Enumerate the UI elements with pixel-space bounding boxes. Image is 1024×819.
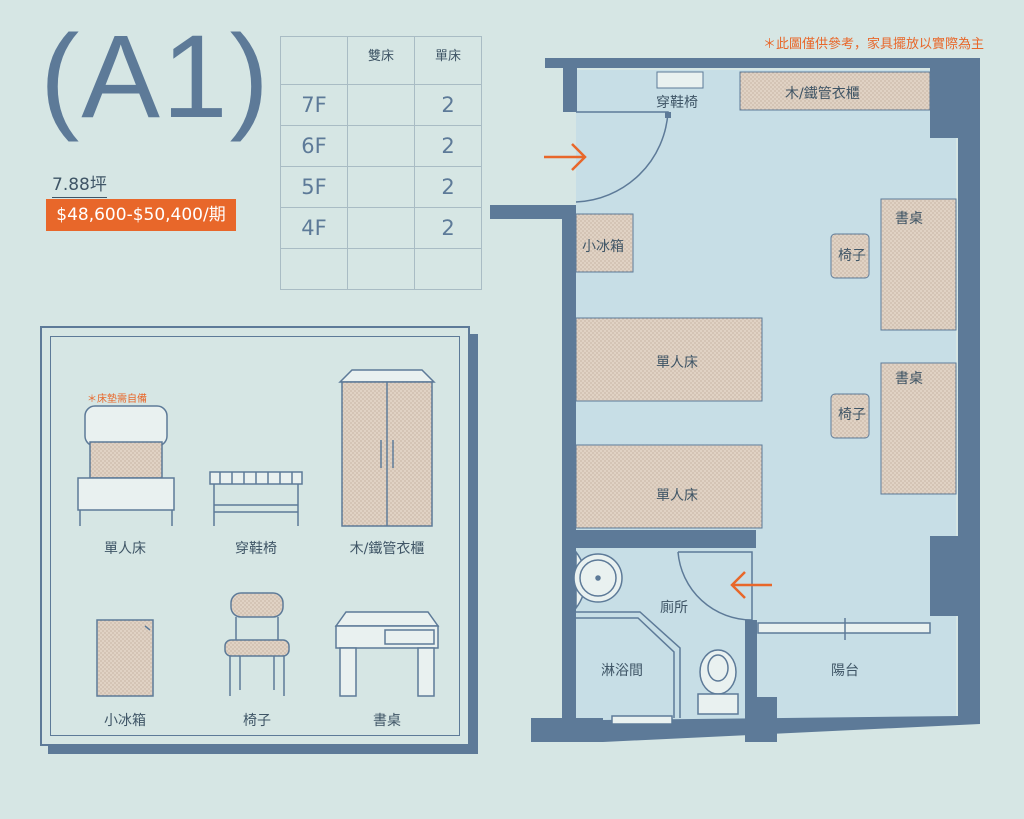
plan-label-toilet: 廁所	[660, 600, 688, 616]
wardrobe-block	[739, 71, 931, 111]
unit-area: 7.88坪	[52, 170, 107, 198]
desk-block-2	[880, 362, 957, 495]
room-table: 雙床 單床 7F 2 6F 2 5F 2 4F 2	[280, 36, 482, 290]
plan-label-shoe-bench: 穿鞋椅	[656, 95, 698, 111]
wardrobe-icon	[338, 369, 436, 527]
legend-label-bed: 單人床	[104, 541, 146, 557]
double-cell	[347, 166, 415, 208]
disclaimer-note: ＊此圖僅供參考，家具擺放以實際為主	[762, 37, 984, 52]
walls	[490, 58, 980, 742]
double-cell	[347, 248, 415, 290]
floor-cell: 7F	[280, 84, 348, 126]
plan-label-fridge: 小冰箱	[582, 239, 624, 255]
mattress-note: ＊床墊需自備	[87, 394, 147, 405]
entrance-arrow-icon	[544, 143, 587, 171]
bed-block-1	[575, 317, 763, 402]
legend-label-chair: 椅子	[243, 713, 271, 729]
table-row: 5F 2	[280, 166, 482, 208]
chair-icon	[224, 592, 290, 696]
bed-block-2	[575, 444, 763, 529]
chair-block-1	[830, 233, 870, 279]
floor-cell: 5F	[280, 166, 348, 208]
table-row	[280, 248, 482, 290]
entrance-door	[575, 111, 669, 203]
plan-label-chair-1: 椅子	[838, 248, 866, 264]
shoe-bench-icon	[209, 471, 303, 526]
desk-icon	[334, 611, 440, 697]
bathroom-arrow-icon	[730, 571, 772, 599]
plan-label-shower: 淋浴間	[601, 663, 643, 679]
price-badge: $48,600-$50,400/期	[46, 199, 236, 231]
unit-title: (A1)	[40, 11, 271, 143]
desk-block-1	[880, 198, 957, 331]
table-row: 7F 2	[280, 84, 482, 126]
legend-label-desk: 書桌	[373, 713, 401, 729]
plan-label-wardrobe: 木/鐵管衣櫃	[785, 86, 860, 102]
furniture	[575, 71, 957, 529]
floor-cell	[280, 248, 348, 290]
floor-cell: 6F	[280, 125, 348, 167]
single-cell	[414, 248, 482, 290]
single-cell: 2	[414, 207, 482, 249]
plan-label-balcony: 陽台	[831, 663, 859, 679]
double-cell	[347, 207, 415, 249]
bathroom-door	[677, 551, 753, 621]
plan-label-chair-2: 椅子	[838, 407, 866, 423]
table-row: 6F 2	[280, 125, 482, 167]
bathroom-fixtures	[573, 549, 739, 725]
toilet-icon	[699, 649, 737, 695]
legend-label-fridge: 小冰箱	[104, 713, 146, 729]
plan-label-desk-2: 書桌	[895, 371, 923, 387]
table-row: 4F 2	[280, 207, 482, 249]
double-cell	[347, 84, 415, 126]
plan-label-bed-2: 單人床	[656, 488, 698, 504]
single-bed-icon	[77, 405, 175, 526]
single-cell: 2	[414, 166, 482, 208]
room-floor	[576, 70, 956, 720]
plan-label-desk-1: 書桌	[895, 211, 923, 227]
fridge-block	[575, 213, 634, 273]
shoe-bench-icon	[656, 71, 704, 89]
chair-block-2	[830, 393, 870, 439]
single-cell: 2	[414, 84, 482, 126]
table-header-row: 雙床 單床	[280, 36, 482, 85]
double-cell	[347, 125, 415, 167]
plan-label-bed-1: 單人床	[656, 355, 698, 371]
fridge-icon	[96, 619, 154, 697]
legend-label-wardrobe: 木/鐵管衣櫃	[349, 541, 425, 557]
table-header: 單床	[414, 36, 482, 85]
balcony-rail	[757, 618, 931, 640]
floor-cell: 4F	[280, 207, 348, 249]
legend-inner-frame	[50, 336, 460, 736]
legend-label-shoe-bench: 穿鞋椅	[235, 541, 277, 557]
